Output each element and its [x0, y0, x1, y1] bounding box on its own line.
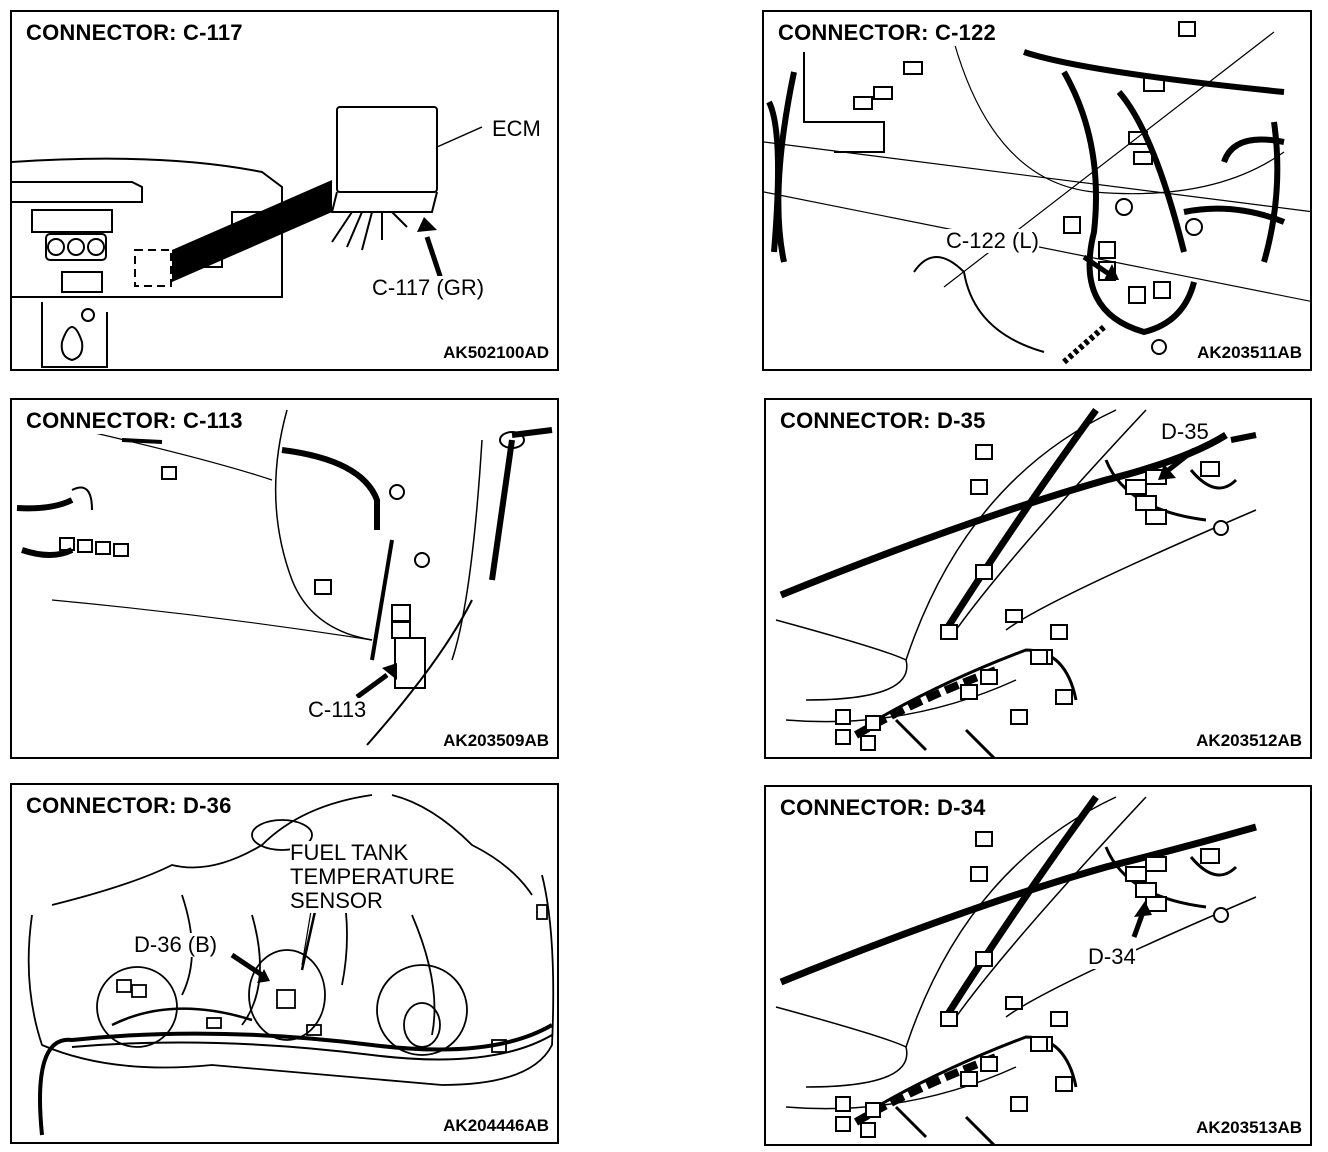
panel-title: CONNECTOR: D-36: [26, 793, 236, 819]
figure-code: AK203511AB: [1194, 343, 1302, 363]
figure-code: AK203512AB: [1193, 731, 1302, 751]
connector-label: D-35: [1161, 419, 1209, 444]
sensor-label-line1: FUEL TANK: [290, 840, 409, 865]
figure-code: AK204446AB: [440, 1116, 549, 1136]
panel-connector-c113: CONNECTOR: C-113 C-113 AK203509AB: [10, 398, 559, 759]
panel-connector-d35: CONNECTOR: D-35 D-35 AK203512AB: [764, 398, 1312, 759]
d35-drawing: [775, 407, 1257, 757]
panel-connector-c122: CONNECTOR: C-122 C-122 (L) AK203511AB: [762, 10, 1312, 371]
connector-label: C-113: [308, 697, 367, 722]
connector-label: D-36 (B): [134, 932, 218, 957]
panel-connector-c117: CONNECTOR: C-117 ECM C-117 (GR) AK502100…: [10, 10, 559, 371]
ecm-label: ECM: [492, 116, 541, 141]
panel-connector-d36: CONNECTOR: D-36 FUEL TANK TEMPERATURE SE…: [10, 783, 559, 1144]
panel-connector-d34: CONNECTOR: D-34 D-34 AK203513AB: [764, 785, 1312, 1146]
panel-title: CONNECTOR: D-35: [780, 408, 990, 434]
panel-title: CONNECTOR: C-117: [26, 20, 247, 46]
connector-label: C-117 (GR): [372, 275, 485, 300]
c117-drawing: [12, 106, 483, 368]
figure-code: AK502100AD: [440, 343, 549, 363]
connector-label: C-122 (L): [946, 228, 1039, 253]
figure-code: AK203513AB: [1193, 1118, 1302, 1138]
c122-drawing: [764, 21, 1310, 365]
connector-label: D-34: [1088, 944, 1136, 969]
d34-drawing: [775, 794, 1257, 1144]
d36-drawing: [27, 794, 555, 1136]
sensor-label-line2: TEMPERATURE: [290, 864, 455, 889]
panel-title: CONNECTOR: D-34: [780, 795, 990, 821]
c113-drawing: [16, 409, 553, 746]
panel-title: CONNECTOR: C-113: [26, 408, 247, 434]
panel-title: CONNECTOR: C-122: [778, 20, 1000, 46]
sensor-label-line3: SENSOR: [290, 888, 383, 913]
figure-code: AK203509AB: [440, 731, 549, 751]
